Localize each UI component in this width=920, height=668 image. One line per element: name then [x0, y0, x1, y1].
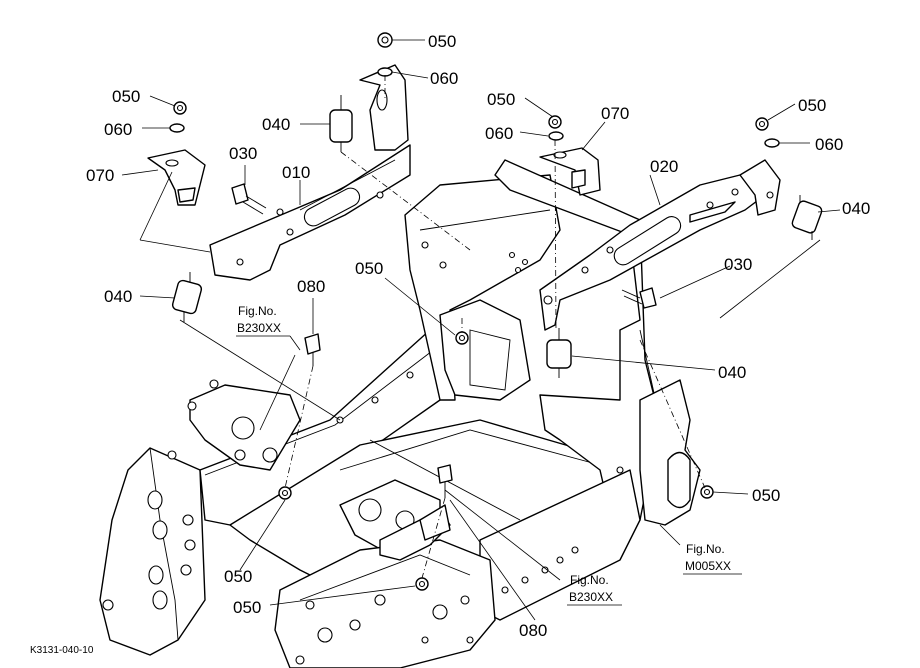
callout-040-right: 040: [842, 199, 870, 218]
bracket-020: [539, 159, 781, 331]
figure-references: Fig.No. B230XX Fig.No. B230XX Fig.No. M0…: [236, 304, 742, 606]
rubber-mount-040-center: [546, 328, 572, 378]
callout-030-right: 030: [724, 255, 752, 274]
fig-ref-2-title: Fig.No.: [570, 573, 609, 587]
callout-050-bottom-b: 050: [233, 598, 261, 617]
fasteners: [169, 32, 780, 591]
callout-050-mid: 050: [487, 90, 515, 109]
callout-050-lower-right: 050: [752, 486, 780, 505]
callout-050-bottom-a: 050: [224, 567, 252, 586]
callout-080-left: 080: [297, 277, 325, 296]
rubber-mount-040-right: [791, 195, 823, 240]
callout-070-left: 070: [86, 166, 114, 185]
callout-060-right: 060: [815, 135, 843, 154]
bracket-010: [209, 64, 411, 281]
callout-060-left: 060: [104, 120, 132, 139]
fig-ref-1-title: Fig.No.: [238, 304, 277, 318]
fig-ref-3-code: M005XX: [685, 559, 731, 573]
callout-010: 010: [282, 163, 310, 182]
main-frame: [99, 159, 701, 668]
callout-050-center: 050: [355, 259, 383, 278]
bracket-070-left: [147, 149, 206, 206]
callout-040-upper-left: 040: [262, 115, 290, 134]
callout-030-left: 030: [229, 144, 257, 163]
bracket-070-right: [539, 147, 601, 196]
callout-040-center: 040: [718, 363, 746, 382]
rubber-mount-040-left: [171, 272, 203, 322]
rubber-mount-040-upper-left: [329, 95, 353, 152]
callout-060-top: 060: [430, 69, 458, 88]
callout-070-mid: 070: [601, 104, 629, 123]
fig-ref-3-title: Fig.No.: [686, 542, 725, 556]
leader-lines: [121, 39, 841, 621]
callout-050-right: 050: [798, 96, 826, 115]
callout-050-top: 050: [428, 32, 456, 51]
callout-050-left: 050: [112, 87, 140, 106]
fig-ref-1-code: B230XX: [237, 321, 281, 335]
fig-ref-2-code: B230XX: [569, 590, 613, 604]
diagram-code: K3131-040-10: [30, 645, 94, 656]
callout-040-left: 040: [104, 287, 132, 306]
callout-080-bottom: 080: [519, 621, 547, 640]
callout-020: 020: [650, 157, 678, 176]
callout-060-mid: 060: [485, 124, 513, 143]
callouts: 050 060 050 060 070 040 030 010 040 080 …: [86, 32, 870, 640]
